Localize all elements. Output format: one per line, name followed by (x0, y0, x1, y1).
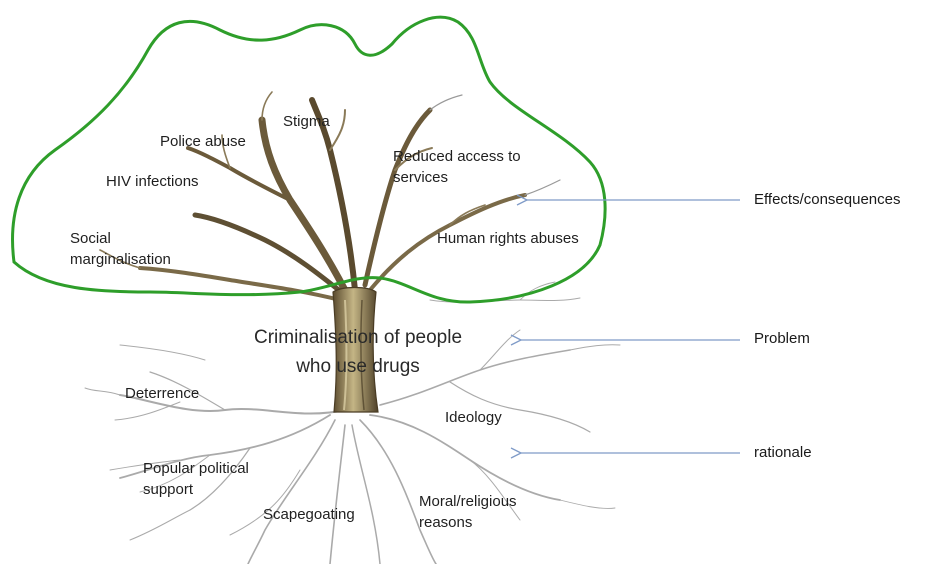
root-label-ideology: Ideology (445, 407, 502, 428)
effect-label-reduced-access-line1: Reduced access to (393, 146, 521, 167)
root-label-popular-line2: support (143, 479, 249, 500)
problem-label: Criminalisation of people who use drugs (225, 323, 491, 381)
root-label-moral-line2: reasons (419, 512, 517, 533)
root-label-popular-support: Popular political support (143, 458, 249, 500)
effect-label-social-line1: Social (70, 228, 171, 249)
side-label-problem: Problem (754, 328, 810, 349)
effect-label-social-line2: marginalisation (70, 249, 171, 270)
problem-label-line2: who use drugs (225, 352, 491, 381)
root-label-popular-line1: Popular political (143, 458, 249, 479)
root-label-moral-religious: Moral/religious reasons (419, 491, 517, 533)
root-label-scapegoating: Scapegoating (263, 504, 355, 525)
root-label-moral-line1: Moral/religious (419, 491, 517, 512)
effect-label-police-abuse: Police abuse (160, 131, 246, 152)
side-label-rationale: rationale (754, 442, 812, 463)
effect-label-social-marginalisation: Social marginalisation (70, 228, 171, 270)
effect-label-reduced-access-line2: services (393, 167, 521, 188)
effect-label-reduced-access: Reduced access to services (393, 146, 521, 188)
root-label-deterrence: Deterrence (125, 383, 199, 404)
side-label-effects-consequences: Effects/consequences (754, 189, 900, 210)
problem-label-line1: Criminalisation of people (225, 323, 491, 352)
effect-label-human-rights-abuses: Human rights abuses (437, 228, 579, 249)
effect-label-hiv-infections: HIV infections (106, 171, 199, 192)
effect-label-stigma: Stigma (283, 111, 330, 132)
